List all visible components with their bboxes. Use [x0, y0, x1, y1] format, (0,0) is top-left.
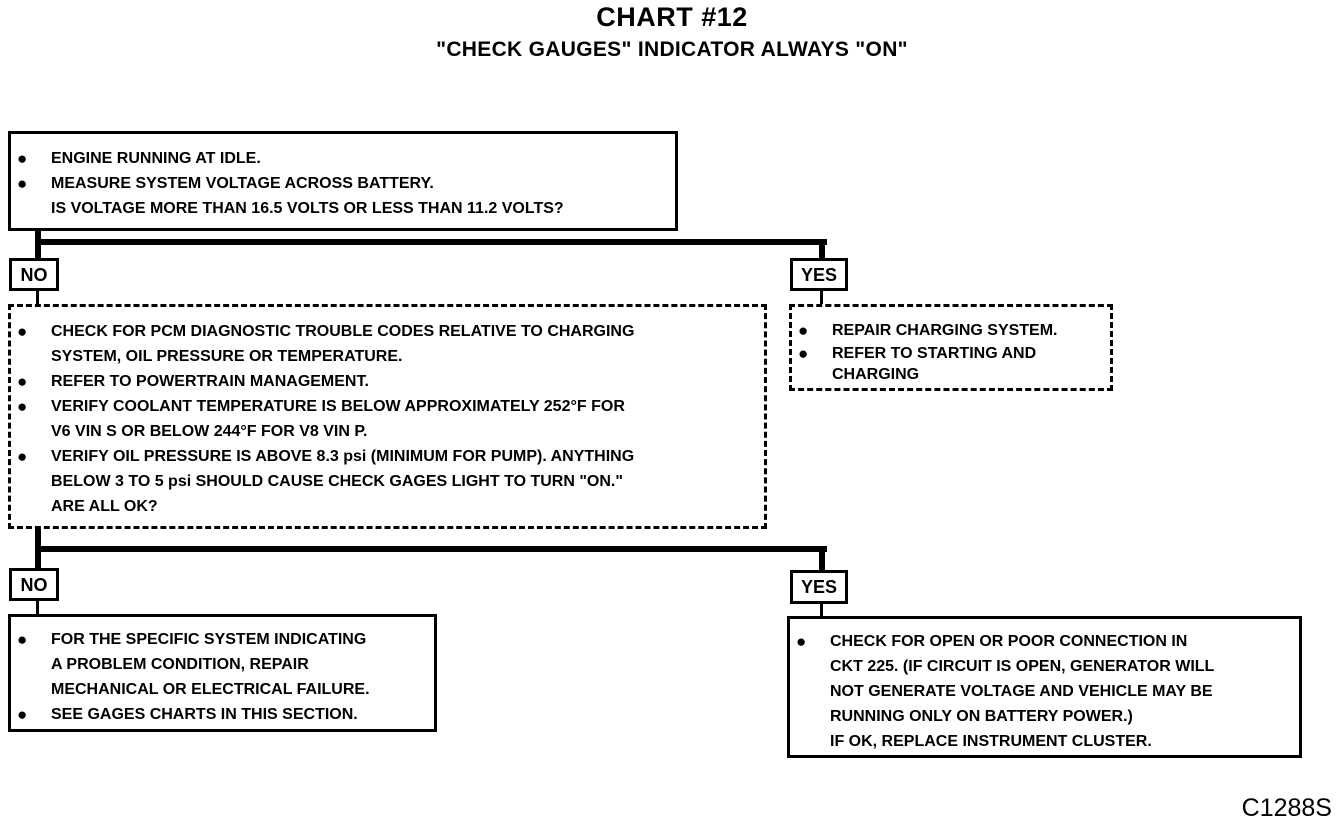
check-bullet-4: ●VERIFY OIL PRESSURE IS ABOVE 8.3 psi (M…: [11, 444, 764, 494]
connector-check-down: [35, 527, 41, 553]
bullet-icon: ●: [17, 397, 28, 416]
bullet-icon: ●: [796, 632, 807, 651]
figure-code: C1288S: [1241, 794, 1332, 822]
check-question: ARE ALL OK?: [51, 498, 158, 515]
connector-no-drop-1: [35, 239, 41, 259]
branch-no-2: NO: [9, 568, 59, 601]
charging-bullet-1: ●REPAIR CHARGING SYSTEM.: [792, 319, 1110, 343]
bullet-icon: ●: [17, 372, 28, 391]
chart-title: CHART #12: [596, 2, 748, 32]
charging-box: ●REPAIR CHARGING SYSTEM. ●REFER TO START…: [789, 304, 1113, 391]
connector-mid-horizontal: [35, 546, 827, 552]
start-bullet-1: ●ENGINE RUNNING AT IDLE.: [11, 146, 675, 171]
connector-no-drop-2: [35, 546, 41, 570]
start-question: IS VOLTAGE MORE THAN 16.5 VOLTS OR LESS …: [51, 200, 564, 217]
start-box: ●ENGINE RUNNING AT IDLE. ●MEASURE SYSTEM…: [8, 131, 678, 231]
branch-yes-2: YES: [790, 570, 848, 604]
start-bullet-2: ●MEASURE SYSTEM VOLTAGE ACROSS BATTERY.: [11, 171, 675, 196]
circuit-box: ●CHECK FOR OPEN OR POOR CONNECTION IN CK…: [787, 616, 1302, 758]
connector-yes-to-box-2: [820, 602, 823, 618]
repair-bullet-2: ●SEE GAGES CHARTS IN THIS SECTION.: [11, 702, 434, 727]
branch-no-1: NO: [9, 258, 59, 291]
connector-yes-drop-1: [819, 239, 825, 259]
repair-box: ●FOR THE SPECIFIC SYSTEM INDICATING A PR…: [8, 614, 437, 732]
connector-yes-drop-2: [819, 546, 825, 570]
bullet-icon: ●: [17, 174, 28, 193]
check-bullet-1: ●CHECK FOR PCM DIAGNOSTIC TROUBLE CODES …: [11, 319, 764, 369]
bullet-icon: ●: [17, 630, 28, 649]
bullet-icon: ●: [798, 344, 809, 363]
bullet-icon: ●: [17, 149, 28, 168]
bullet-icon: ●: [17, 447, 28, 466]
circuit-bullet-1: ●CHECK FOR OPEN OR POOR CONNECTION IN CK…: [790, 629, 1299, 754]
bullet-icon: ●: [17, 705, 28, 724]
connector-no-to-box-2: [36, 599, 39, 615]
repair-bullet-1: ●FOR THE SPECIFIC SYSTEM INDICATING A PR…: [11, 627, 434, 702]
bullet-icon: ●: [798, 321, 809, 340]
bullet-icon: ●: [17, 322, 28, 341]
check-bullet-2: ●REFER TO POWERTRAIN MANAGEMENT.: [11, 369, 764, 394]
check-bullet-3: ●VERIFY COOLANT TEMPERATURE IS BELOW APP…: [11, 394, 764, 444]
connector-top-horizontal: [35, 239, 827, 245]
connector-no-to-box-1: [36, 289, 39, 305]
check-box: ●CHECK FOR PCM DIAGNOSTIC TROUBLE CODES …: [8, 304, 767, 529]
charging-bullet-2: ●REFER TO STARTING AND CHARGING: [798, 344, 1037, 383]
connector-start-down: [35, 229, 41, 245]
chart-subtitle: "CHECK GAUGES" INDICATOR ALWAYS "ON": [436, 38, 908, 61]
connector-yes-to-box-1: [820, 289, 823, 305]
branch-yes-1: YES: [790, 258, 848, 291]
